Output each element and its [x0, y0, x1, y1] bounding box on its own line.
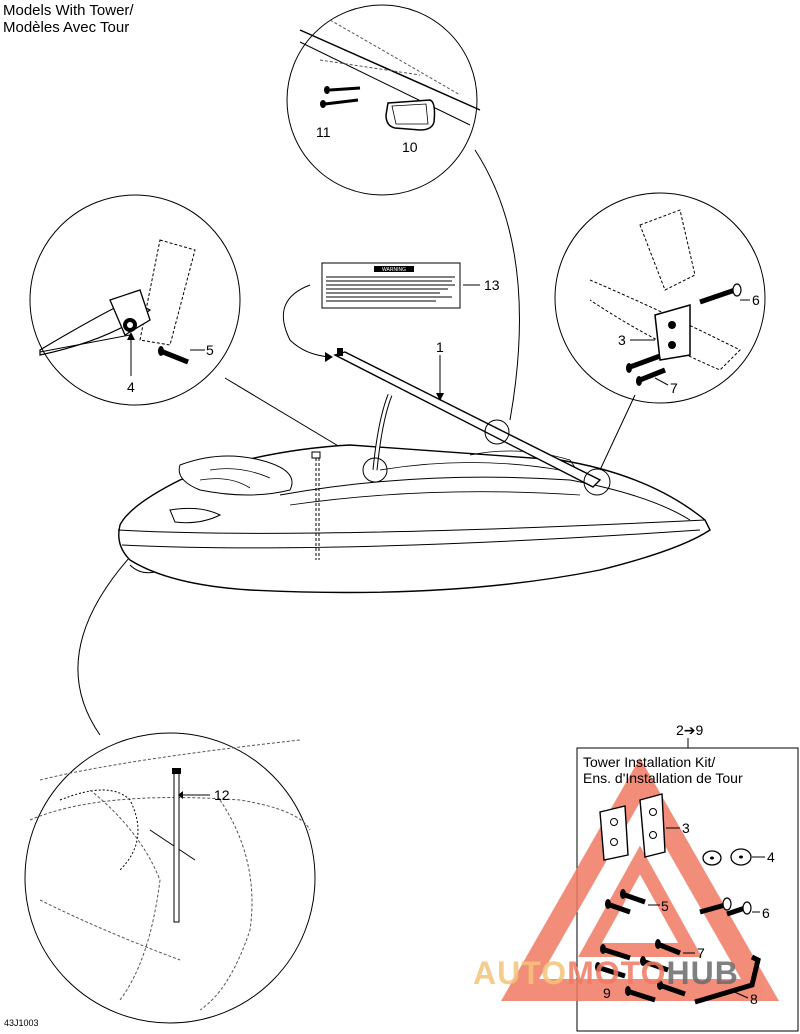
- callout-6-detail: 6: [752, 292, 760, 308]
- callout-1: 1: [436, 339, 444, 355]
- callout-11: 11: [316, 124, 331, 140]
- bolt-7-right-icon: [626, 353, 666, 386]
- kit-screw-9-icon: [595, 956, 686, 1003]
- kit-callout-8: 8: [750, 991, 758, 1007]
- callout-4-detail: 4: [127, 379, 135, 395]
- tower-joint-left-marker: [362, 457, 388, 483]
- kit-bolt-7-icon: [600, 939, 695, 961]
- detail-circle-right: [554, 192, 766, 404]
- kit-bolt-6-icon: [699, 897, 760, 917]
- kit-bracket-3-icon: [599, 793, 680, 861]
- detail-circle-bottom: [24, 732, 316, 1024]
- bolt-6-right-icon: [699, 283, 742, 305]
- watermark-hub: HUB: [666, 955, 738, 991]
- tower-joint-top-marker: [484, 419, 510, 445]
- kit-bolt-5-icon: [605, 889, 660, 915]
- callout-7-detail: 7: [670, 380, 678, 396]
- kit-callout-9: 9: [603, 985, 611, 1001]
- title-english: Models With Tower/: [3, 2, 134, 19]
- leader-top-to-tower: [474, 149, 520, 421]
- callout-10: 10: [402, 139, 418, 155]
- bolt-5-left-icon: [158, 346, 189, 365]
- kit-title-english: Tower Installation Kit/: [583, 754, 715, 770]
- title-french: Modèles Avec Tour: [3, 19, 130, 36]
- watermark-moto: MOTO: [567, 955, 666, 991]
- callout-3-detail: 3: [618, 332, 626, 348]
- tower-joint-right-marker: [583, 468, 611, 496]
- watermark-auto: AUTO: [473, 955, 567, 991]
- callout-13: 13: [484, 277, 500, 293]
- screw-11-icon: [320, 86, 361, 108]
- boat-hull: [117, 444, 711, 594]
- warning-label-heading: WARNING: [382, 267, 406, 273]
- kit-callout-6: 6: [762, 905, 770, 921]
- leader-right-to-tower: [599, 394, 636, 471]
- warning-label-13: WARNING: [321, 262, 461, 309]
- kit-washer-4-icon: [702, 848, 765, 866]
- tower-1: [333, 348, 602, 488]
- kit-hex-key-8-icon: [694, 954, 761, 1005]
- bracket-10-icon: [385, 99, 436, 131]
- rod-12-icon: [172, 768, 181, 923]
- diagram-title: Models With Tower/ Modèles Avec Tour: [3, 2, 134, 36]
- leader-label-13: [282, 284, 331, 358]
- detail-circle-top: [286, 4, 481, 196]
- kit-callout-4: 4: [767, 849, 775, 865]
- kit-range-label: 2➔9: [676, 722, 704, 738]
- kit-callout-5: 5: [661, 898, 669, 914]
- detail-circle-left: [29, 194, 241, 406]
- figure-reference-code: 43J1003: [4, 1018, 39, 1028]
- kit-callout-7: 7: [697, 945, 705, 961]
- watermark-text: AUTOMOTOHUB: [473, 955, 739, 991]
- kit-title-french: Ens. d'Installation de Tour: [583, 770, 743, 786]
- hidden-rod-12: [311, 451, 321, 560]
- kit-callout-3: 3: [682, 820, 690, 836]
- callout-5-detail: 5: [206, 342, 214, 358]
- callout-12: 12: [214, 787, 230, 803]
